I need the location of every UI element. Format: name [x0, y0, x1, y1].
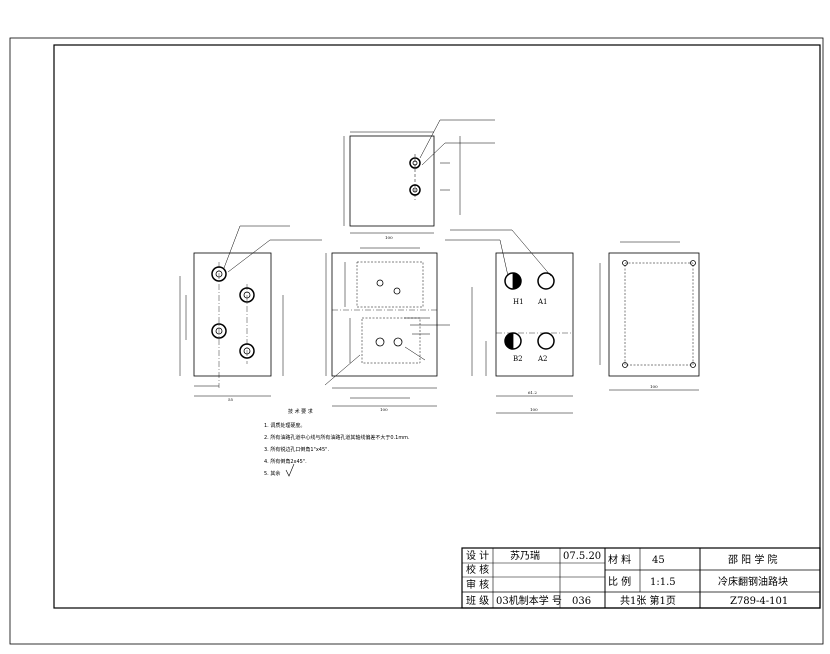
tech-item-2: 2. 所有油路孔道中心线与所有油路孔道其轴线偏差不大于0.1mm.	[264, 434, 410, 441]
design-label: 设 计	[466, 549, 489, 562]
design-date: 07.5.20	[563, 551, 601, 562]
title-block	[461, 547, 821, 609]
part-name: 冷床翻钢油路块	[718, 575, 788, 588]
scale-value: 1:1.5	[650, 577, 676, 588]
far-right-view	[599, 241, 700, 391]
student-number: 036	[572, 596, 591, 607]
right-view	[445, 229, 574, 414]
port-a1-label: A1	[537, 298, 548, 306]
front-view	[324, 247, 450, 407]
right-view-span-dim: 61.2	[528, 390, 537, 395]
inner-border	[53, 44, 821, 609]
drawing-number: Z789-4-101	[730, 596, 788, 607]
top-view	[343, 119, 495, 234]
tech-item-3: 3. 所有锐边孔口倒角1"x45".	[264, 446, 329, 453]
material-label: 材 料	[608, 553, 631, 566]
scale-label: 比 例	[608, 575, 631, 588]
designer-name: 苏乃瑞	[510, 549, 540, 562]
tech-item-5: 5. 其余	[264, 470, 280, 477]
tech-heading: 技 术 要 求	[288, 408, 313, 415]
tech-item-4: 4. 所有倒角2x45".	[264, 458, 307, 465]
review-label-2: 审 核	[466, 578, 489, 591]
port-b2-label: B2	[513, 355, 523, 363]
right-view-width-dim: 100	[530, 407, 538, 412]
school-name: 邵 阳 学 院	[728, 553, 778, 566]
sheet-info: 共1张 第1页	[620, 594, 676, 607]
top-view-width-dim: 100	[385, 235, 393, 240]
outer-border	[9, 37, 824, 645]
class-label: 班 级	[466, 595, 489, 607]
surface-finish-symbol	[285, 463, 295, 477]
material-value: 45	[652, 555, 665, 566]
left-view-width-dim: 55	[228, 397, 234, 402]
front-view-width-dim: 100	[380, 407, 388, 412]
review-label: 校 核	[466, 563, 489, 576]
left-view	[179, 225, 322, 397]
port-a2-label: A2	[537, 355, 548, 363]
tech-item-1: 1. 调质处理硬度。	[264, 422, 305, 429]
far-right-width-dim: 100	[650, 384, 658, 389]
port-h1-label: H1	[513, 298, 524, 306]
tech-requirements: 技 术 要 求 1. 调质处理硬度。 2. 所有油路孔道中心线与所有油路孔道其轴…	[264, 408, 410, 477]
class-value: 03机制本学 号	[496, 594, 562, 607]
